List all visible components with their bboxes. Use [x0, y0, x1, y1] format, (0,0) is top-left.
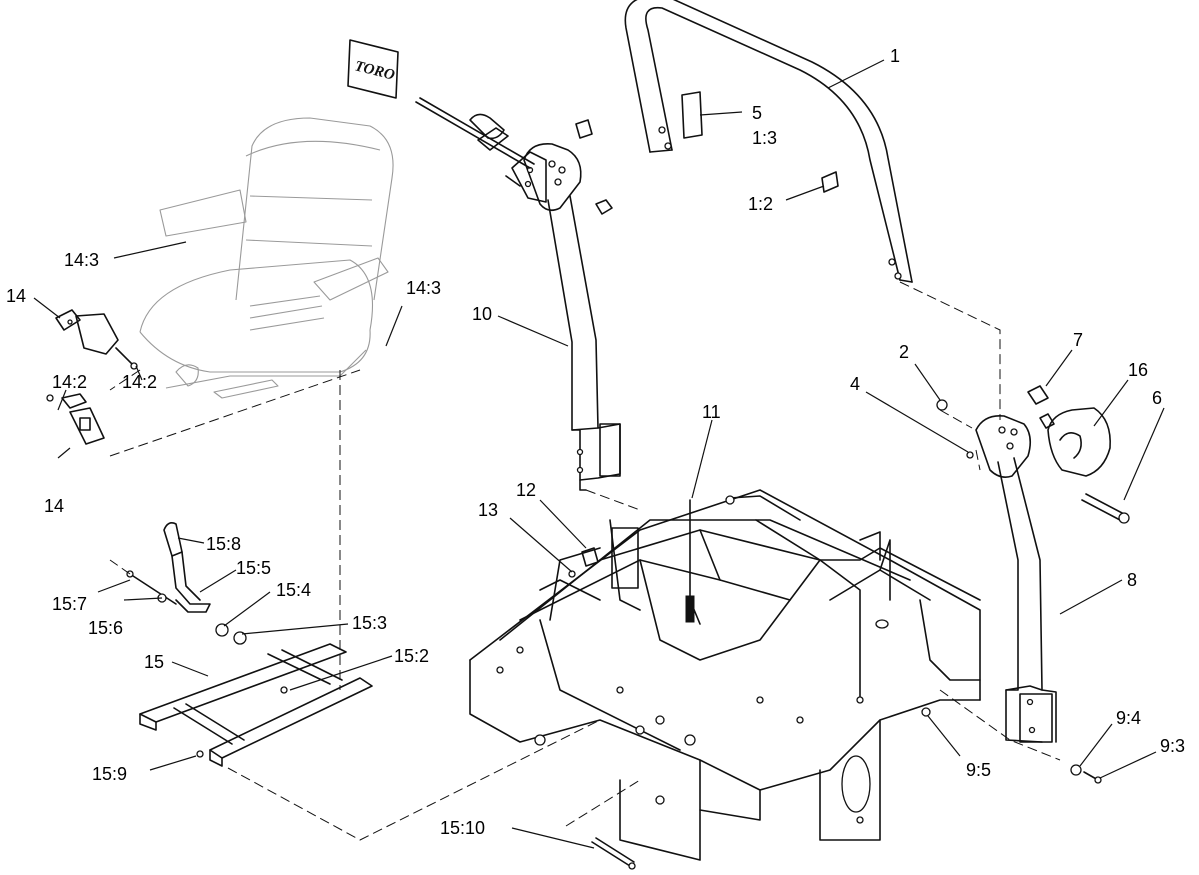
- callout-9-5: 9:5: [966, 760, 991, 780]
- callout-5: 5: [752, 103, 762, 123]
- toro-decal-text: TORO: [353, 58, 396, 83]
- seat-lever-15: [126, 522, 247, 645]
- callout-15-8: 15:8: [206, 534, 241, 554]
- callout-13: 13: [478, 500, 498, 520]
- callout-15-3: 15:3: [352, 613, 387, 633]
- callout-2: 2: [899, 342, 909, 362]
- callout-6: 6: [1152, 388, 1162, 408]
- assembly-lines: [109, 281, 1061, 841]
- main-frame: [469, 489, 1102, 870]
- roll-bar-upper: [624, 0, 913, 283]
- callout-7: 7: [1073, 330, 1083, 350]
- callout-15: 15: [144, 652, 164, 672]
- callout-15-4: 15:4: [276, 580, 311, 600]
- callout-15-9: 15:9: [92, 764, 127, 784]
- callout-14-3a: 14:3: [64, 250, 99, 270]
- left-upright-10: [415, 97, 621, 491]
- callout-9-4: 9:4: [1116, 708, 1141, 728]
- callout-11: 11: [702, 402, 721, 422]
- callout-1-2: 1:2: [748, 194, 773, 214]
- leader-lines: [33, 59, 1165, 849]
- callout-4: 4: [850, 374, 860, 394]
- callout-1: 1: [890, 46, 900, 66]
- toro-decal: TORO: [347, 39, 399, 99]
- callout-12: 12: [516, 480, 536, 500]
- right-upright-8: [936, 385, 1130, 743]
- callout-16: 16: [1128, 360, 1148, 380]
- callout-15-10: 15:10: [440, 818, 485, 838]
- callout-8: 8: [1127, 570, 1137, 590]
- callout-14-2a: 14:2: [52, 372, 87, 392]
- callout-1-3: 1:3: [752, 128, 777, 148]
- seat-assembly: [139, 117, 394, 399]
- callout-15-5: 15:5: [236, 558, 271, 578]
- callout-15-2: 15:2: [394, 646, 429, 666]
- callout-labels: 1 5 1:3 1:2 2 7 4 16 6 8 9:4 9:3 9:5 10 …: [6, 46, 1185, 838]
- callout-14-2b: 14:2: [122, 372, 157, 392]
- seat-plate-15: [139, 643, 373, 767]
- seat-belt-14-lower: [46, 393, 105, 445]
- callout-15-7: 15:7: [52, 594, 87, 614]
- seat-belt-14-upper: [55, 309, 138, 370]
- callout-14b: 14: [44, 496, 64, 516]
- callout-14-3b: 14:3: [406, 278, 441, 298]
- callout-9-3: 9:3: [1160, 736, 1185, 756]
- callout-15-6: 15:6: [88, 618, 123, 638]
- callout-14a: 14: [6, 286, 26, 306]
- callout-10: 10: [472, 304, 492, 324]
